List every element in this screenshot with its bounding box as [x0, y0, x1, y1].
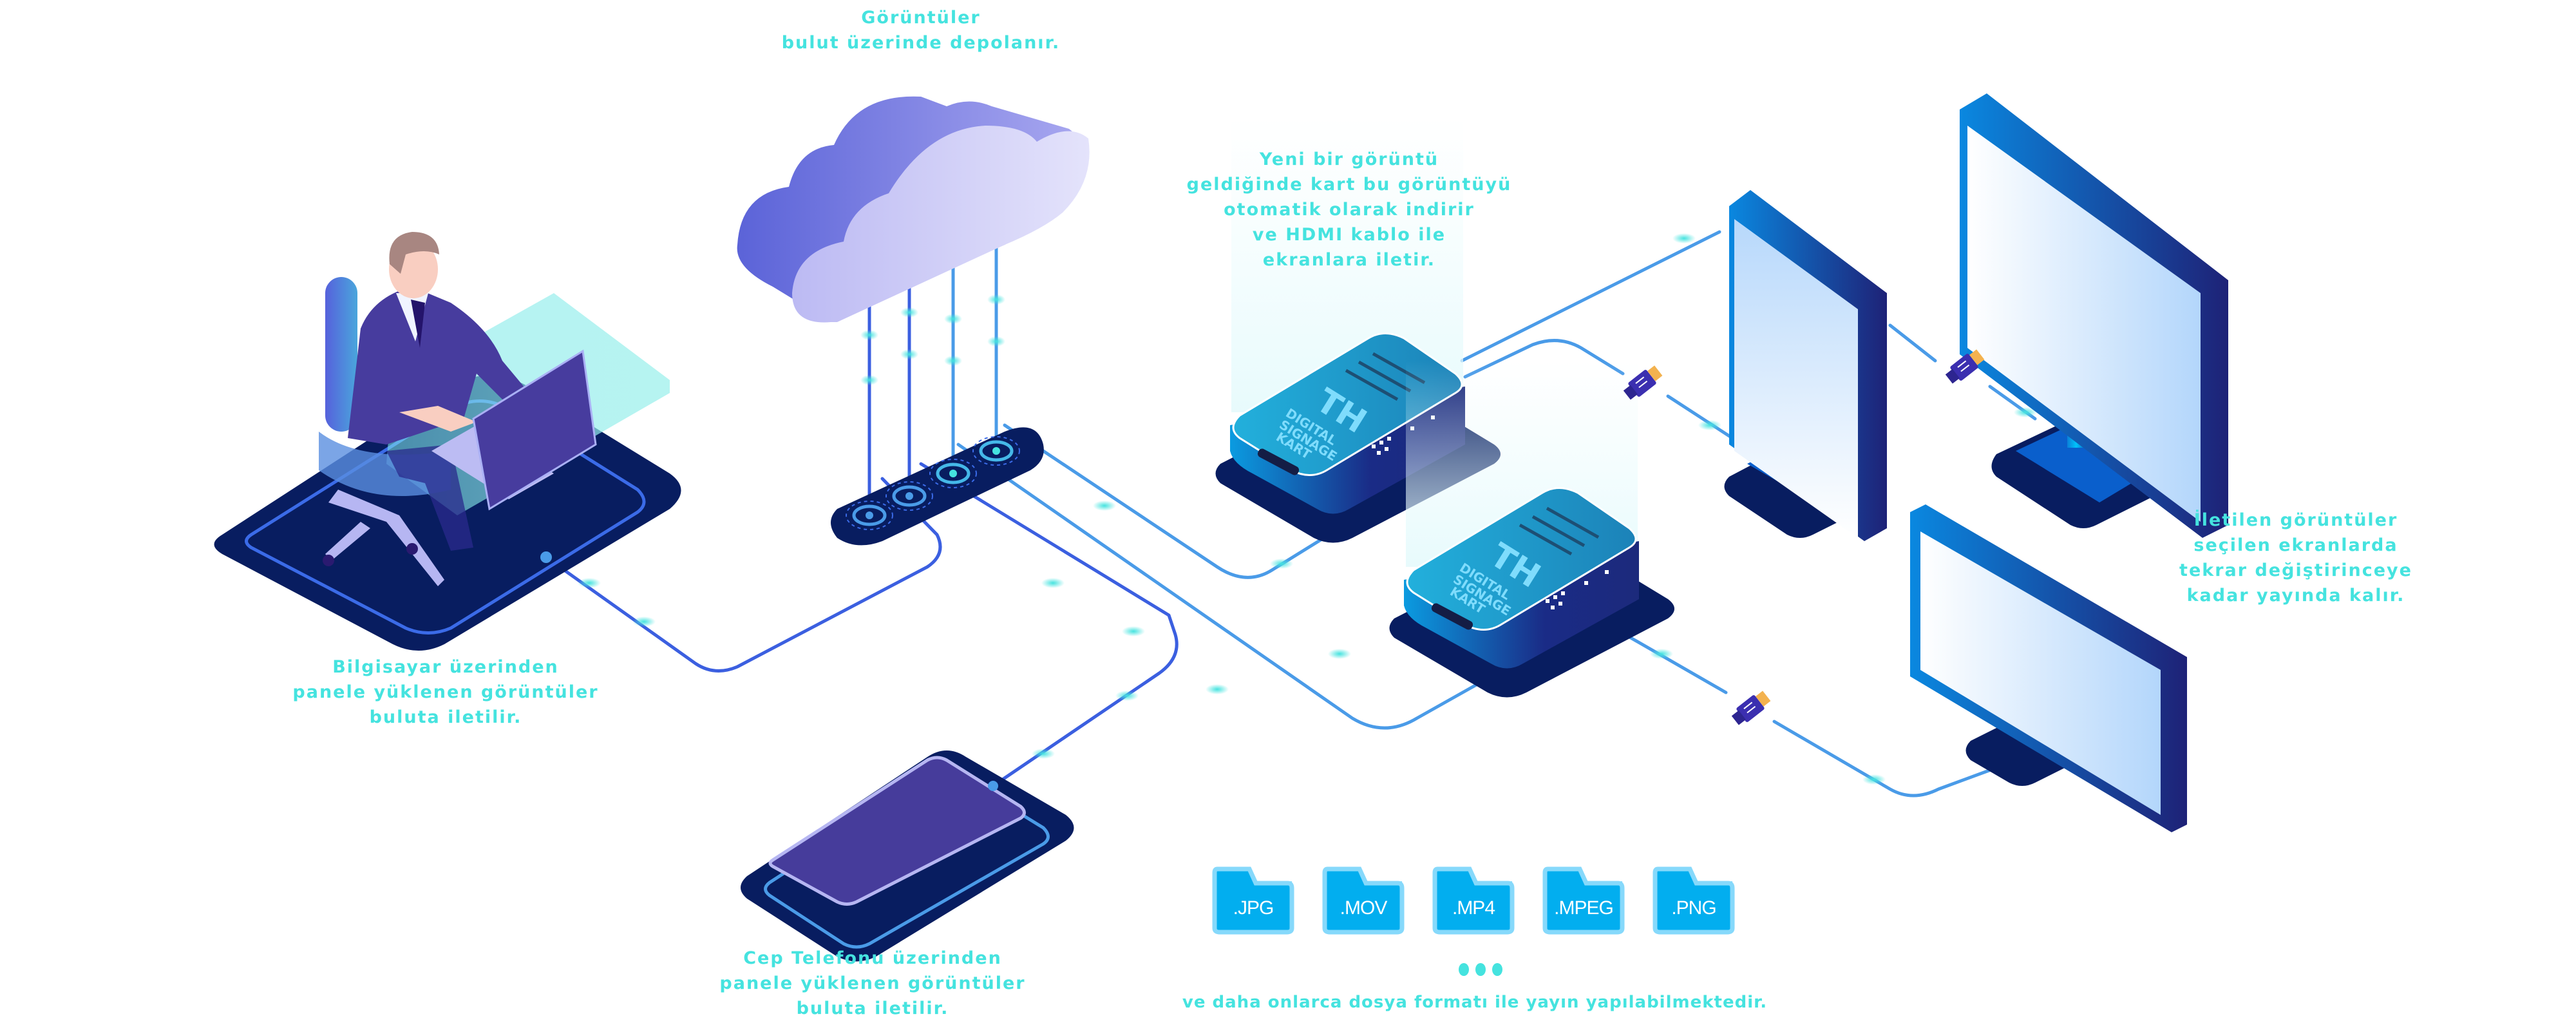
mobile-phone-node — [741, 750, 1074, 962]
line-hdmi3-to-monitor3 — [1772, 720, 2002, 798]
caption-phone: Cep Telefonu üzerinden panele yüklenen g… — [679, 946, 1066, 1021]
file-format-label: .MP4 — [1452, 897, 1495, 919]
hdmi-connector-icon — [1623, 365, 1663, 400]
cloud-hub — [831, 427, 1044, 546]
folder-icon — [1653, 866, 1735, 935]
hdmi-connector-icon — [1731, 691, 1771, 725]
more-formats-indicator — [1459, 963, 1502, 976]
caption-line: bulut üzerinde depolanır. — [781, 33, 1061, 53]
dot — [1459, 963, 1469, 976]
caption-line: Bilgisayar üzerinden — [332, 657, 559, 677]
caption-line: buluta iletilir. — [796, 999, 949, 1018]
caption-line: geldiğinde kart bu görüntüyü — [1186, 175, 1512, 195]
line-computer-to-hub — [544, 477, 942, 673]
caption-computer: Bilgisayar üzerinden panele yüklenen gör… — [252, 655, 639, 730]
person-icon — [348, 232, 535, 551]
caption-formats-note: ve daha onlarca dosya formatı ile yayın … — [1121, 990, 1829, 1015]
file-format-label: .JPG — [1233, 897, 1274, 919]
line-card1-to-monitor1 — [1460, 230, 1721, 363]
dot — [1492, 963, 1502, 976]
file-format-folder: .PNG — [1653, 866, 1735, 935]
caption-line: kadar yayında kalır. — [2186, 586, 2405, 606]
computer-user-node — [214, 232, 681, 651]
folder-icon — [1432, 866, 1515, 935]
caption-line: ve daha onlarca dosya formatı ile yayın … — [1182, 993, 1768, 1012]
folder-icon — [1322, 866, 1405, 935]
file-format-label: .MOV — [1340, 897, 1388, 919]
laptop-icon — [431, 349, 597, 511]
caption-line: buluta iletilir. — [369, 707, 522, 727]
line-monitor1-to-hdmi2 — [1888, 323, 1937, 363]
caption-line: Cep Telefonu üzerinden — [743, 948, 1002, 968]
hdmi-connector-icon — [1945, 349, 1985, 384]
file-format-label: .PNG — [1671, 897, 1716, 919]
hub-port — [852, 440, 1014, 526]
line-hub-to-card1 — [1003, 423, 1409, 579]
caption-line: seçilen ekranlarda — [2193, 535, 2398, 555]
signage-card-2: TH DIGITAL SIGNAGE KART — [1389, 361, 1674, 698]
caption-card: Yeni bir görüntü geldiğinde kart bu görü… — [1156, 147, 1542, 272]
caption-line: Görüntüler — [861, 8, 981, 28]
caption-line: Yeni bir görüntü — [1259, 149, 1439, 169]
caption-line: otomatik olarak indirir — [1224, 200, 1475, 220]
folder-icon — [1542, 866, 1625, 935]
screen-landscape-desk — [1910, 504, 2187, 832]
dot — [1475, 963, 1486, 976]
file-format-folder: .MOV — [1322, 866, 1405, 935]
file-format-folder: .MPEG — [1542, 866, 1625, 935]
cloud-storage-icon — [737, 96, 1090, 323]
caption-line: İletilen görüntüler — [2193, 510, 2398, 530]
caption-cloud: Görüntüler bulut üzerinde depolanır. — [728, 5, 1114, 55]
phone-icon — [768, 756, 1026, 906]
caption-line: ve HDMI kablo ile — [1252, 225, 1446, 245]
cloud-front — [792, 126, 1090, 323]
caption-line: ekranlara iletir. — [1262, 250, 1436, 270]
line-card1-to-hdmi1 — [1463, 339, 1625, 379]
screen-portrait — [1724, 190, 1887, 541]
caption-line: panele yüklenen görüntüler — [292, 682, 599, 702]
caption-line: tekrar değiştirinceye — [2179, 560, 2412, 580]
screen-landscape-pole — [1960, 93, 2228, 538]
folder-row: .JPG .MOV .MP4 .MPEG .PNG — [1212, 866, 1740, 937]
file-format-label: .MPEG — [1554, 897, 1614, 919]
caption-line: panele yüklenen görüntüler — [719, 973, 1026, 993]
file-format-folder: .JPG — [1212, 866, 1294, 935]
line-hub-to-card2 — [956, 443, 1625, 730]
line-hdmi1-to-monitor1 — [1666, 394, 1734, 440]
folder-icon — [1212, 866, 1294, 935]
caption-screens: İletilen görüntüler seçilen ekranlarda t… — [2135, 508, 2457, 608]
file-format-folder: .MP4 — [1432, 866, 1515, 935]
line-phone-to-hub — [919, 462, 1179, 788]
